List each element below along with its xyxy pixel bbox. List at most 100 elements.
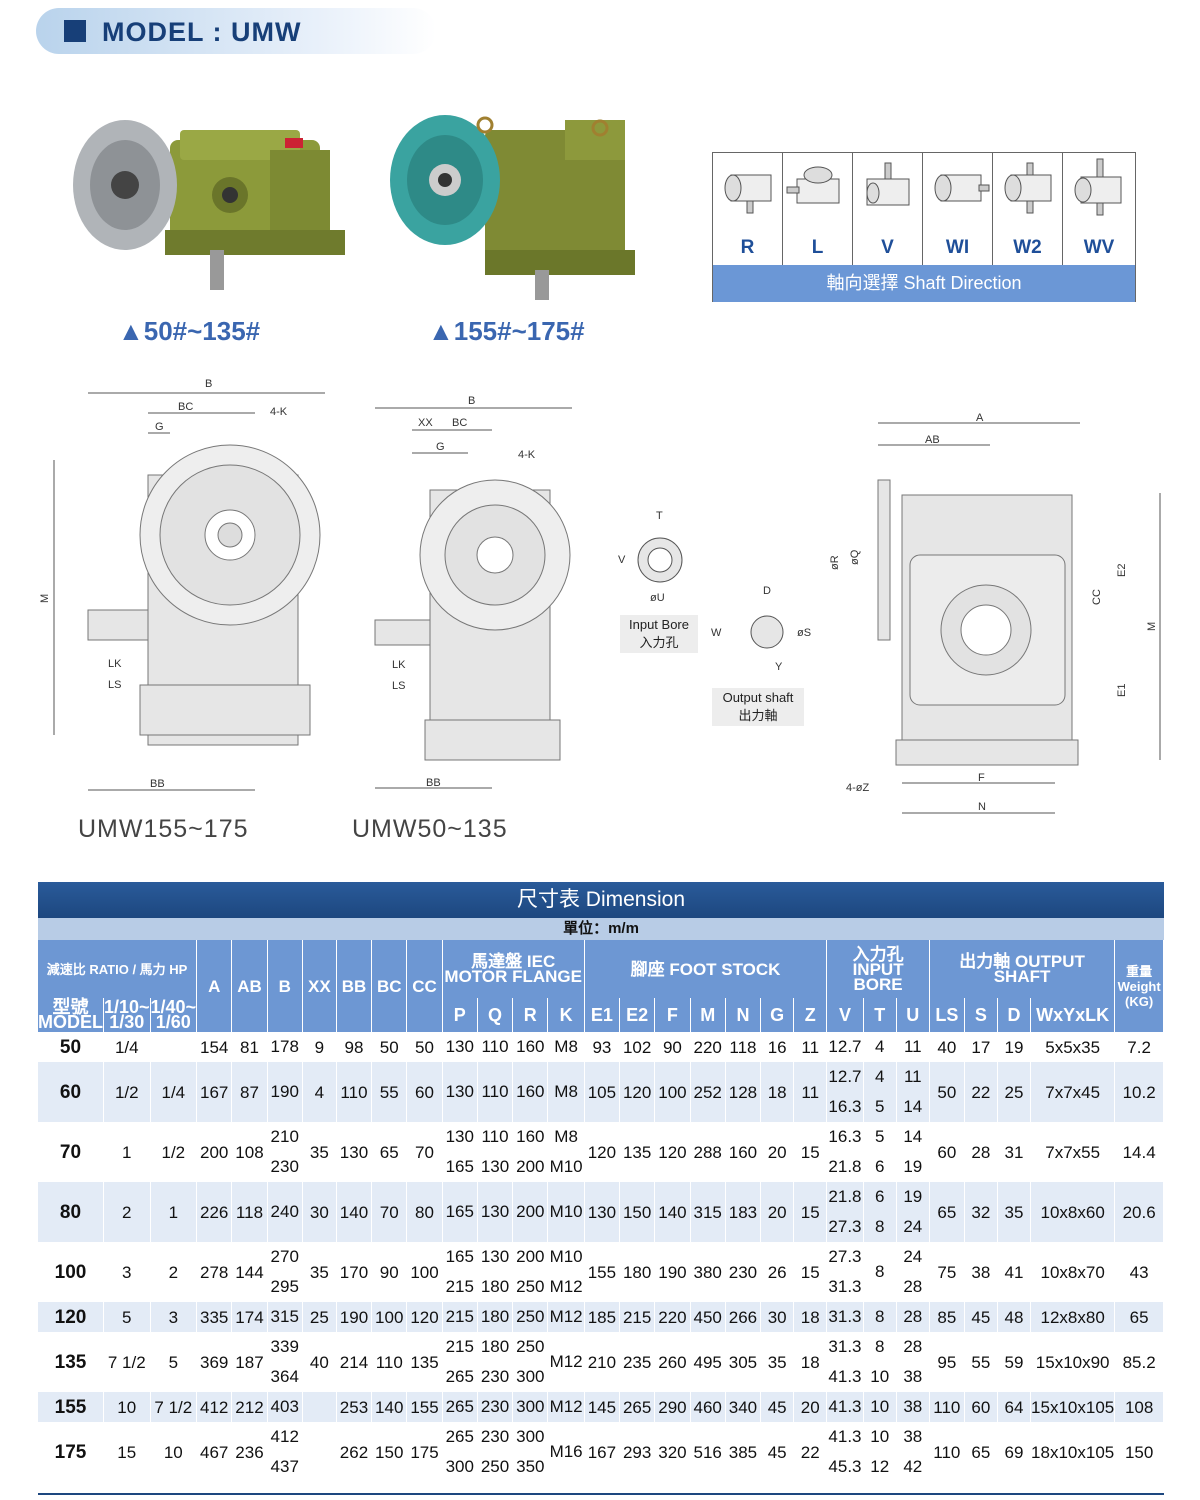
cell-bb: 110: [336, 1062, 373, 1122]
svg-text:øQ: øQ: [849, 549, 861, 565]
cell-model: 175: [38, 1422, 104, 1482]
cell-g: 18: [760, 1062, 795, 1122]
cell-n: 183: [725, 1182, 762, 1242]
cell-v: 41.3: [826, 1392, 864, 1422]
cell-f: 290: [654, 1392, 691, 1422]
cell-n: 118: [725, 1032, 762, 1062]
cell-p: 265: [442, 1392, 478, 1422]
cell-cc: 50: [406, 1032, 443, 1062]
cell-r1: 1/4: [103, 1032, 151, 1062]
cell-n: 266: [725, 1302, 762, 1332]
cell-d: 69: [997, 1422, 1032, 1482]
cell-w: 85.2: [1114, 1332, 1164, 1392]
cell-bb: 262: [336, 1422, 373, 1482]
cell-e2: 135: [619, 1122, 656, 1182]
cell-wyl: 15x10x90: [1030, 1332, 1116, 1392]
cell-s: 17: [964, 1032, 998, 1062]
cell-s: 22: [964, 1062, 998, 1122]
cell-cc: 60: [406, 1062, 443, 1122]
dim-lk: LK: [108, 658, 122, 670]
cell-cc: 70: [406, 1122, 443, 1182]
cell-r: 160: [512, 1032, 549, 1062]
cell-ls: 110: [929, 1392, 965, 1422]
cell-z: 11: [793, 1062, 828, 1122]
cell-s: 60: [964, 1392, 998, 1422]
cell-s: 28: [964, 1122, 998, 1182]
cell-w: 65: [1114, 1302, 1164, 1332]
cell-wyl: 10x8x70: [1030, 1242, 1116, 1302]
cell-g: 30: [760, 1302, 795, 1332]
cell-r1: 1: [103, 1122, 151, 1182]
cell-cc: 135: [406, 1332, 443, 1392]
cell-ab: 187: [231, 1332, 268, 1392]
cell-xx: [302, 1422, 337, 1482]
shaft-direction-panel: R L V WI W2 WV 軸向選擇 Shaft Direction: [712, 152, 1136, 302]
cell-xx: 4: [302, 1062, 337, 1122]
svg-text:T: T: [656, 510, 663, 522]
cell-bc: 50: [371, 1032, 408, 1062]
cell-wyl: 7x7x45: [1030, 1062, 1116, 1122]
cell-a: 369: [196, 1332, 233, 1392]
cell-g: 35: [760, 1332, 795, 1392]
cell-xx: 25: [302, 1302, 337, 1332]
svg-text:4-øZ: 4-øZ: [846, 782, 870, 794]
cell-d: 64: [997, 1392, 1032, 1422]
cell-e1: 93: [584, 1032, 621, 1062]
svg-text:CC: CC: [1091, 589, 1103, 605]
cell-k: M8: [547, 1032, 585, 1062]
svg-text:BC: BC: [452, 417, 467, 429]
cell-d: 48: [997, 1302, 1032, 1332]
cell-b: 403: [267, 1392, 303, 1422]
cell-m: 516: [690, 1422, 726, 1482]
cell-e2: 180: [619, 1242, 656, 1302]
cell-e1: 120: [584, 1122, 621, 1182]
cell-bc: 55: [371, 1062, 408, 1122]
cell-r2: 3: [150, 1302, 198, 1332]
cell-k: M8: [547, 1062, 585, 1122]
cell-r2: [150, 1032, 198, 1062]
cell-r1: 5: [103, 1302, 151, 1332]
cell-ab: 87: [231, 1062, 268, 1122]
cell-f: 220: [654, 1302, 691, 1332]
cell-xx: 30: [302, 1182, 337, 1242]
cell-model: 100: [38, 1242, 104, 1302]
cell-p: 130: [442, 1032, 478, 1062]
shaft-wi-icon: [934, 174, 990, 202]
dim-m: M: [40, 594, 51, 603]
model-title-bar: MODEL : UMW: [36, 8, 436, 54]
cell-r2: 1: [150, 1182, 198, 1242]
cell-a: 200: [196, 1122, 233, 1182]
dim-4k: 4-K: [270, 406, 288, 418]
cell-s: 38: [964, 1242, 998, 1302]
cell-m: 315: [690, 1182, 726, 1242]
cell-q: 180: [477, 1302, 514, 1332]
cell-model: 70: [38, 1122, 104, 1182]
foot-stock-header: 腳座 FOOT STOCK: [584, 940, 828, 998]
shaft-option-wi: WI: [923, 153, 993, 265]
cell-f: 100: [654, 1062, 691, 1122]
cell-ls: 75: [929, 1242, 965, 1302]
cell-z: 15: [793, 1182, 828, 1242]
cell-r1: 2: [103, 1182, 151, 1242]
svg-text:G: G: [436, 441, 445, 453]
cell-r2: 2: [150, 1242, 198, 1302]
cell-model: 60: [38, 1062, 104, 1122]
cell-k: M12: [547, 1332, 585, 1392]
cell-m: 252: [690, 1062, 726, 1122]
cell-n: 230: [725, 1242, 762, 1302]
shaft-option-v: V: [853, 153, 923, 265]
cell-cc: 120: [406, 1302, 443, 1332]
